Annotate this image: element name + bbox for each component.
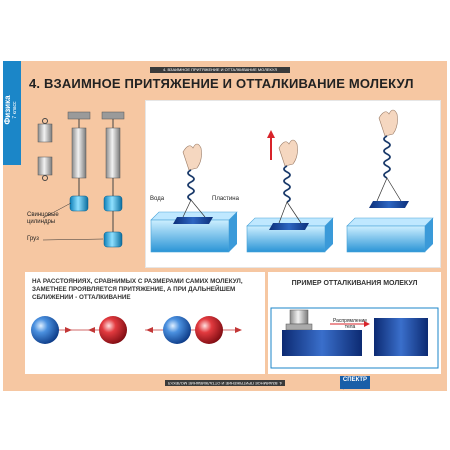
weight-three [103, 231, 123, 248]
joined-cylinders [71, 127, 87, 179]
sidebar-subject: Физика [3, 95, 12, 125]
molecules-illustration [31, 316, 242, 344]
lead-cylinder-top [37, 123, 53, 143]
lead-cylinders-label: Свинцовые цилиндры [27, 212, 59, 225]
publisher-logo-sub: учебные пособия [342, 386, 368, 390]
sidebar-subject-label: Физика 7 класс [3, 65, 21, 155]
plate-two [269, 223, 309, 230]
page-title: 4. ВЗАИМНОЕ ПРИТЯЖЕНИЕ И ОТТАЛКИВАНИЕ МО… [29, 76, 414, 91]
straightened-body [374, 318, 428, 356]
publisher-logo: СПЕКТР [340, 376, 370, 389]
tank-one [150, 143, 238, 253]
repulsion-title: ПРИМЕР ОТТАЛКИВАНИЯ МОЛЕКУЛ [291, 280, 418, 287]
molecules-panel [25, 272, 265, 374]
weight-block [289, 309, 309, 325]
molecule-blue-2 [163, 316, 191, 344]
sidebar-grade: 7 класс [12, 101, 18, 119]
molecule-blue-1 [31, 316, 59, 344]
lead-cylinder-bottom [37, 156, 53, 176]
molecules-text: НА РАССТОЯНИЯХ, СРАВНИМЫХ С РАЗМЕРАМИ СА… [32, 278, 243, 301]
water-label: Вода [150, 196, 165, 202]
subject-sidebar: Физика 7 класс [3, 61, 21, 165]
straighten-label: Распрямление тела [332, 318, 368, 330]
plate-three [369, 201, 409, 208]
bottom-strip: 4. ВЗАИМНОЕ ПРИТЯЖЕНИЕ И ОТТАЛКИВАНИЕ МО… [165, 380, 285, 386]
tank-two [246, 130, 334, 253]
cylinders-illustration [37, 111, 125, 248]
weight-two [103, 195, 123, 212]
tank-three [346, 109, 434, 253]
weight-one [69, 195, 89, 212]
molecule-red-2 [195, 316, 223, 344]
plate-one [173, 217, 213, 224]
compressed-body [282, 330, 362, 356]
top-strip: 4. ВЗАИМНОЕ ПРИТЯЖЕНИЕ И ОТТАЛКИВАНИЕ МО… [150, 67, 290, 73]
plate-label: Пластина [212, 196, 239, 202]
joined-cylinders-2 [105, 127, 121, 179]
repulsion-illustration [270, 307, 439, 369]
plates-illustration [150, 109, 434, 253]
weight-label: Груз [27, 236, 39, 242]
molecule-red-1 [99, 316, 127, 344]
